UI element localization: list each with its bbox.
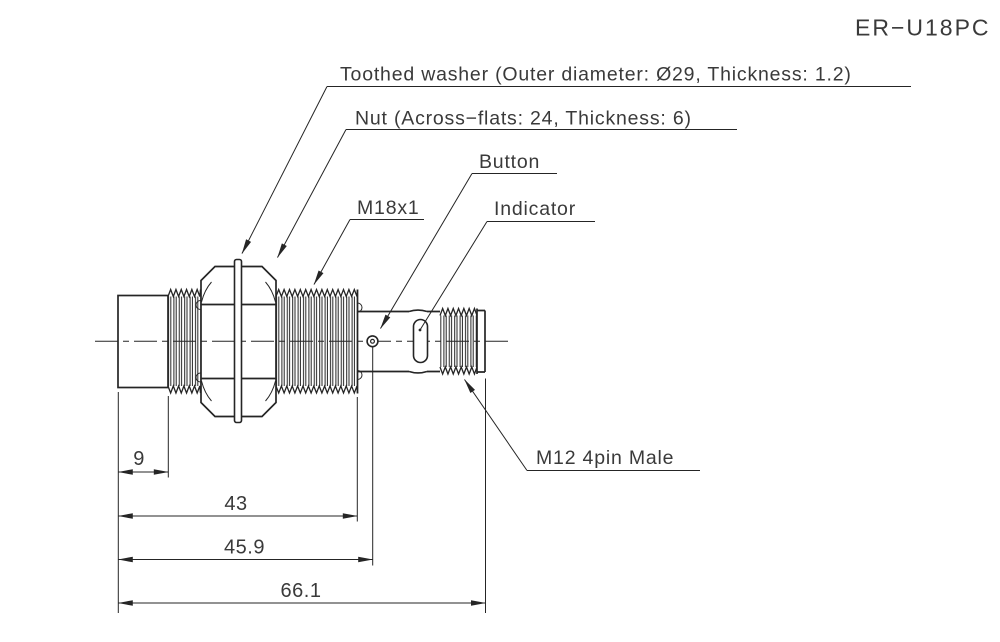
thread-runout-arcs-left [195,300,201,383]
indicator-leader-dot [418,328,422,332]
dimension-value-66-1: 66.1 [281,580,322,602]
left-thread-section [168,296,201,386]
button-leader [381,173,557,329]
m12-end-cap [476,308,486,374]
dimension-lines [117,469,486,606]
m18-thread-bottom-crest [275,384,359,395]
m18-thread-section [276,296,358,386]
toothed-washer [233,258,243,424]
rear-body-seam-bumps [408,309,428,374]
hex-nut-chamfer-arcs [201,281,276,402]
label-nut: Nut (Across−flats: 24, Thickness: 6) [355,108,692,130]
m12-thread-bottom-crest [439,365,478,376]
indicator-leader [419,221,595,331]
nut-leader [278,129,737,258]
rear-body [358,310,440,373]
toothed-washer-leader [242,86,911,254]
left-thread-bottom-crest [167,384,202,395]
leader-lines [242,86,911,471]
label-connector: M12 4pin Male [536,447,674,469]
dimension-value-9: 9 [133,448,145,470]
m18-leader [314,219,424,285]
left-thread-top-crest [167,287,202,299]
m12-thread-top-crest [439,306,478,318]
indicator-window [412,318,429,364]
extension-lines [117,347,486,613]
label-toothed-washer: Toothed washer (Outer diameter: Ø29, Thi… [340,64,852,86]
label-button: Button [479,151,540,173]
m12-leader [465,380,700,471]
label-thread-spec: M18x1 [357,197,420,219]
m12-thread-section [440,315,477,367]
button-center-dot [370,338,376,344]
m18-thread-top-crest [275,287,359,299]
model-title: ER−U18PC [855,15,991,41]
dimension-value-43: 43 [224,493,247,515]
label-indicator: Indicator [494,198,576,220]
dimension-value-45-9: 45.9 [224,537,265,559]
